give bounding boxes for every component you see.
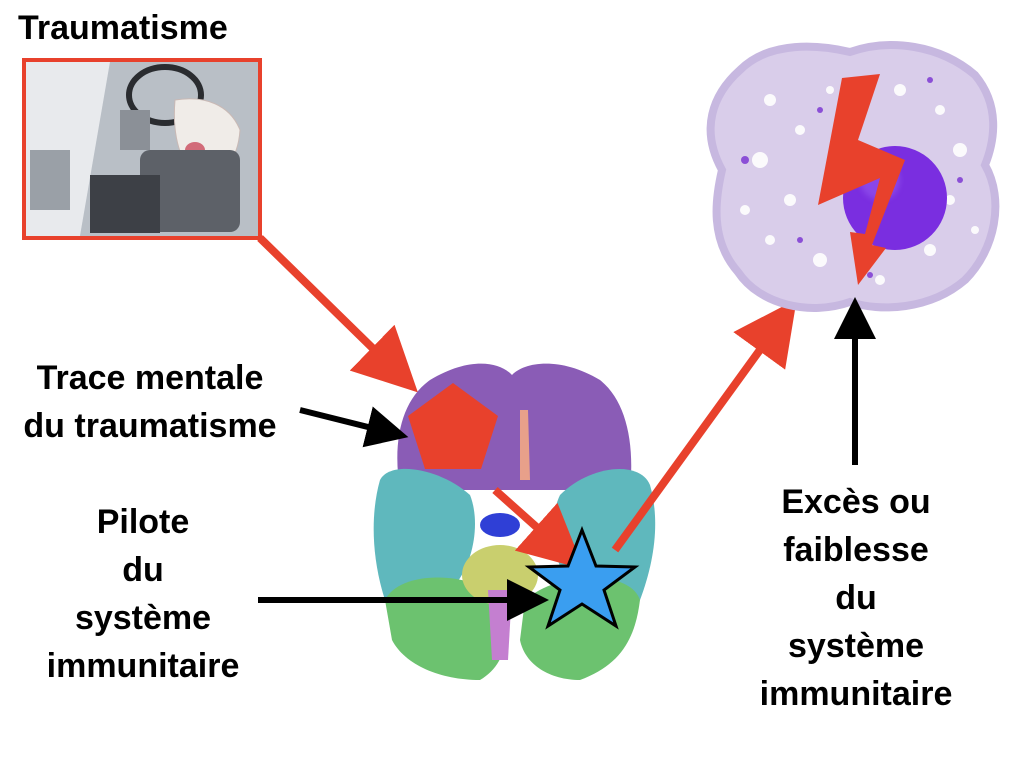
exces-line: Excès ou	[781, 483, 931, 521]
trace-label-line1: Trace mentale	[36, 359, 264, 397]
pilote-line: immunitaire	[46, 647, 240, 685]
star-to-cell-arrow	[611, 299, 797, 553]
pilote-line: système	[74, 599, 212, 637]
trauma-to-brain-arrow	[257, 235, 418, 393]
red-pentagon	[408, 383, 498, 469]
traumatisme-label: Traumatisme	[18, 9, 228, 47]
exces-label: Excès ou faiblesse du système immunitair…	[738, 478, 974, 718]
exces-line: faiblesse	[783, 531, 929, 569]
exces-line: du	[835, 579, 877, 617]
exces-line: immunitaire	[759, 675, 953, 713]
lightning-bolt	[818, 74, 905, 285]
trace-mentale-label: Trace mentale du traumatisme	[0, 354, 300, 450]
pilote-label: Pilote du système immunitaire	[28, 498, 258, 690]
trace-label-line2: du traumatisme	[23, 407, 277, 445]
pentagon-to-star-arrow	[492, 487, 584, 570]
exces-line: système	[787, 627, 925, 665]
pilote-line: Pilote	[96, 503, 190, 541]
pilote-line: du	[122, 551, 164, 589]
trace-label-arrow	[299, 406, 409, 448]
car-crash-photo	[22, 58, 262, 240]
blue-star	[524, 525, 640, 630]
